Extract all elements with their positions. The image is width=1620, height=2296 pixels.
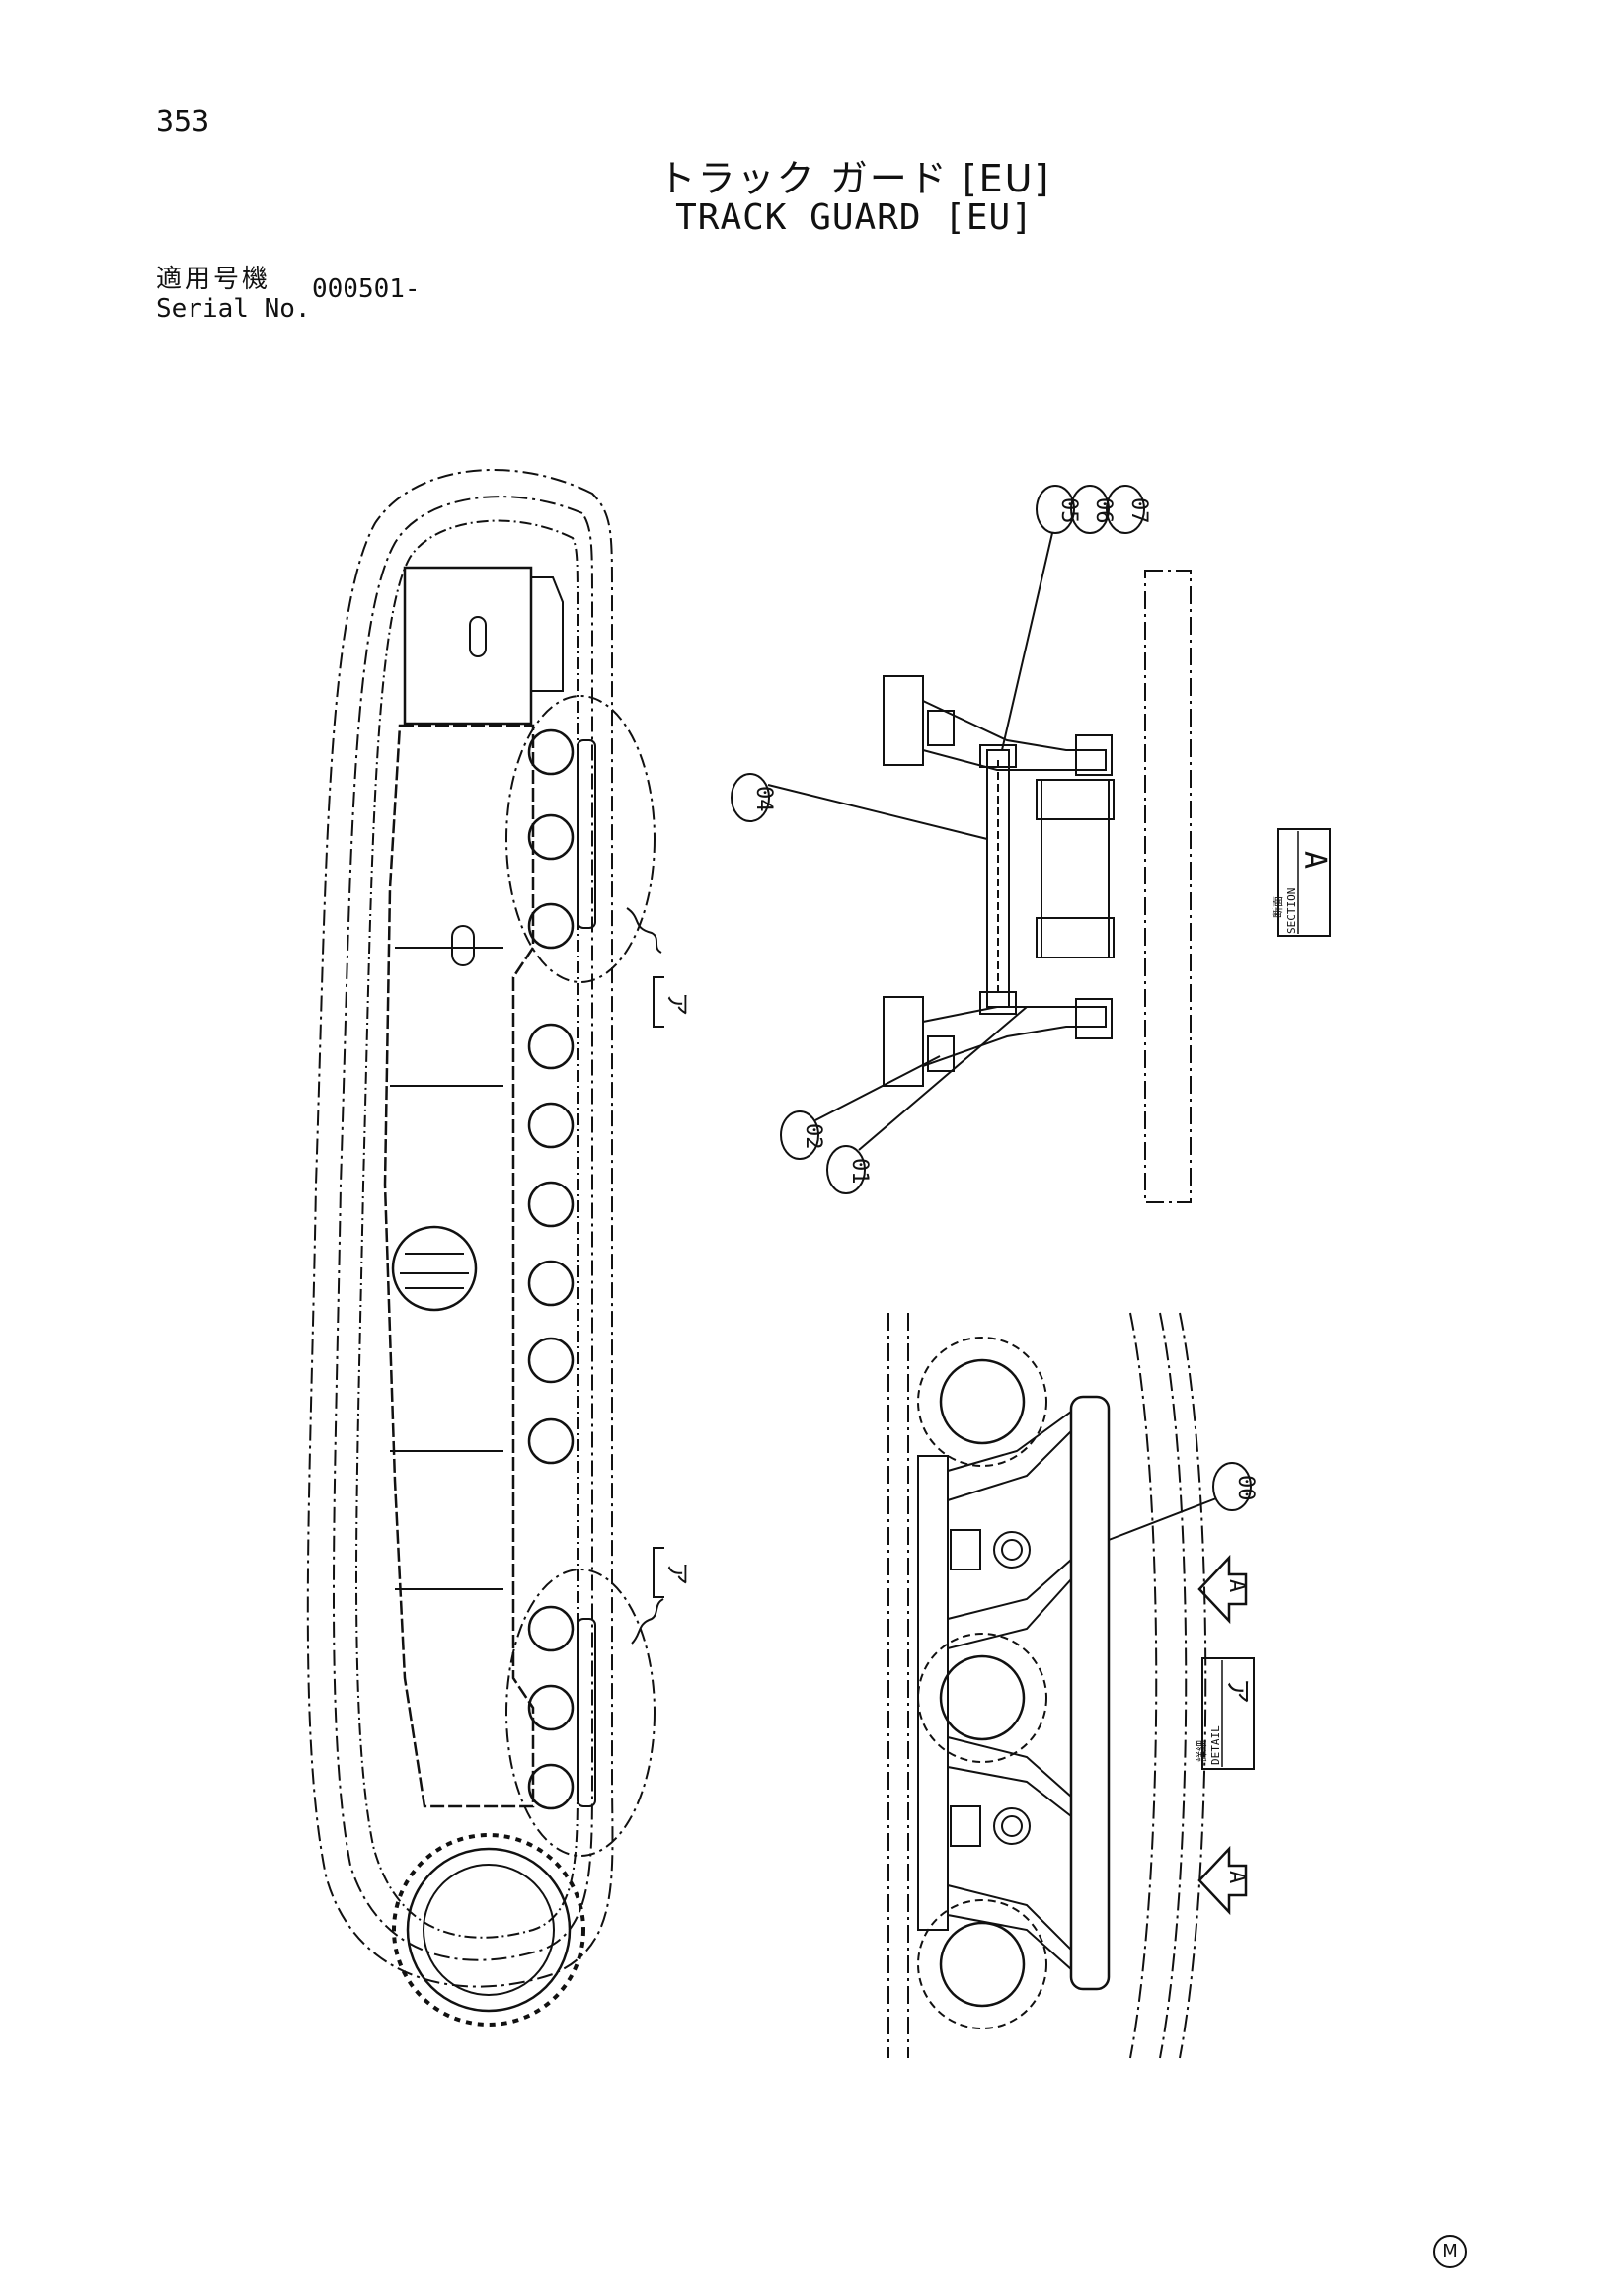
serial-label-japanese: 適用号機 — [156, 265, 271, 294]
idler-bracket — [531, 576, 564, 692]
callout-00: 00 — [1233, 1475, 1258, 1501]
detail-label-en: DETAIL — [1209, 1725, 1222, 1765]
frame-body — [383, 724, 535, 1808]
detail-reference-lower: ア — [663, 1562, 691, 1585]
track-chain-outline-outer — [306, 469, 614, 1988]
idler-slot — [469, 616, 487, 657]
detail-bracket-upper — [653, 976, 664, 1028]
detail-a-label: 詳細 DETAIL ア — [1195, 1657, 1255, 1770]
sprocket-teeth — [392, 1833, 585, 2027]
detail-label-jp: 詳細 — [1195, 1740, 1208, 1762]
roller-flange-top — [1036, 779, 1115, 820]
roller-flange-bottom — [1036, 917, 1115, 958]
svg-text:A: A — [1224, 1579, 1249, 1592]
section-label-en: SECTION — [1285, 888, 1298, 934]
roller-body — [1041, 779, 1110, 958]
svg-text:A: A — [1224, 1871, 1249, 1883]
guard-plate-upper — [922, 699, 1107, 771]
section-a-label: 断面 SECTION A — [1271, 828, 1332, 937]
detail-bracket-lower — [653, 1547, 664, 1598]
callouts-section-a — [731, 485, 1145, 1194]
track-guard-bar — [1069, 1395, 1111, 1991]
detail-reference-upper: ア — [663, 992, 691, 1016]
track-guard-upper — [577, 739, 596, 929]
bracket-bolt-lower — [927, 1035, 955, 1072]
track-guard-lower — [577, 1618, 596, 1807]
title-english: TRACK GUARD [EU] — [675, 197, 1034, 238]
guard-edge-upper — [1075, 734, 1113, 776]
bracket-upper-block — [883, 675, 924, 766]
through-bolt — [986, 749, 1010, 1008]
idler-block — [403, 566, 533, 726]
detail-ellipse-lower — [505, 1569, 656, 1857]
serial-number-range: 000501- — [312, 274, 421, 304]
serial-label-english: Serial No. — [156, 294, 311, 324]
frame-slot — [451, 925, 475, 966]
view-arrow-1: A — [1197, 1554, 1249, 1625]
detail-a-drawing — [887, 1312, 1252, 2059]
track-link-line — [355, 519, 579, 1939]
section-a-drawing — [883, 570, 1192, 1203]
callout-07: 07 — [1126, 497, 1151, 524]
callout-04: 04 — [751, 786, 776, 812]
detail-label-letter: ア — [1222, 1678, 1252, 1704]
title-japanese: トラック ガード [EU] — [657, 157, 1051, 200]
guard-edge-lower — [1075, 998, 1113, 1039]
section-label-letter: A — [1297, 851, 1332, 869]
leader-lower — [631, 1598, 664, 1645]
section-label-jp: 断面 — [1271, 896, 1284, 918]
callout-02: 02 — [801, 1123, 825, 1150]
page-number: 353 — [156, 105, 210, 139]
leader-upper — [626, 907, 662, 954]
frame-access-hole — [391, 1225, 478, 1312]
bracket-bolt-upper — [927, 710, 955, 746]
callout-06: 06 — [1091, 497, 1116, 524]
callout-05: 05 — [1056, 497, 1081, 524]
bolt-nut-bottom — [979, 991, 1017, 1015]
sprocket — [406, 1847, 572, 2013]
track-shoe-section — [1144, 570, 1192, 1203]
detail-ellipse-upper — [505, 695, 656, 983]
track-frame-drawing — [306, 469, 664, 2027]
callout-01: 01 — [847, 1158, 872, 1185]
track-rollers — [527, 728, 575, 1810]
track-chain-outline-inner — [332, 496, 593, 1961]
view-arrow-2: A — [1197, 1845, 1249, 1916]
manufacturer-mark: M — [1433, 2235, 1467, 2268]
sprocket-hub — [423, 1864, 555, 1996]
bracket-lower-block — [883, 996, 924, 1087]
